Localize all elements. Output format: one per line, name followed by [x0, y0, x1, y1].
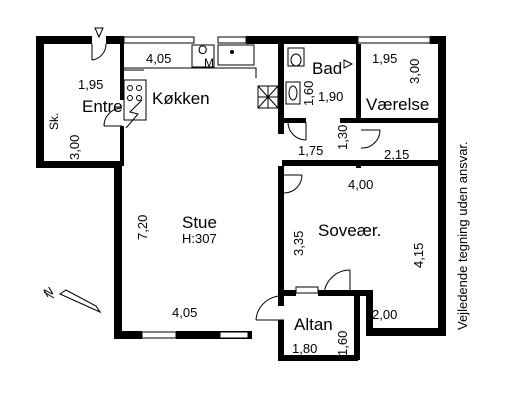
- oven-label: O: [198, 43, 208, 57]
- room-bad: Bad: [312, 59, 343, 78]
- dim-entre-depth: 3,00: [67, 134, 82, 160]
- doors: [91, 43, 381, 321]
- entrance-marker: [94, 27, 104, 39]
- dim-hall-depth: 1,30: [335, 124, 350, 150]
- dim-sove-right: 4,15: [411, 242, 426, 268]
- dim-hall-width: 1,75: [298, 143, 324, 158]
- dim-entre-width: 1,95: [78, 77, 104, 92]
- dim-altan-width: 1,80: [292, 341, 318, 356]
- dim-bad-width: 1,60: [301, 80, 316, 106]
- dim-vaerelse-lower: 2,15: [384, 147, 410, 162]
- microwave-label: M: [204, 56, 214, 70]
- kitchen-counter: [122, 44, 279, 129]
- dim-stue-depth: 7,20: [135, 214, 150, 240]
- dim-stue-width: 4,05: [172, 305, 198, 320]
- dim-altan-depth: 1,60: [335, 330, 350, 356]
- room-vaerelse: Værelse: [366, 95, 430, 114]
- dim-sove-bottom: 2,00: [372, 307, 398, 322]
- room-stue-height: H:307: [182, 231, 217, 246]
- interior-walls: [120, 44, 438, 361]
- outer-walls: [36, 36, 446, 339]
- bathroom-fixtures: [285, 47, 354, 105]
- room-altan: Altan: [294, 315, 333, 334]
- disclaimer-text: Vejledende tegning uden ansvar.: [455, 141, 470, 330]
- room-kokken: Køkken: [152, 89, 210, 108]
- windows: [123, 36, 431, 339]
- room-skab: Sk.: [47, 112, 61, 130]
- room-sovevaer: Soveær.: [318, 221, 382, 240]
- dim-sove-width: 4,00: [348, 177, 374, 192]
- dim-sove-left: 3,35: [291, 230, 306, 256]
- dim-bad-depth: 1,90: [318, 89, 344, 104]
- room-entre: Entre: [82, 97, 123, 116]
- room-stue: Stue: [182, 213, 217, 232]
- dim-vaerelse-depth: 3,00: [407, 58, 422, 84]
- compass-arrow: [43, 289, 102, 314]
- dim-vaerelse-width: 1,95: [372, 51, 398, 66]
- dim-kokken-width: 4,05: [146, 51, 172, 66]
